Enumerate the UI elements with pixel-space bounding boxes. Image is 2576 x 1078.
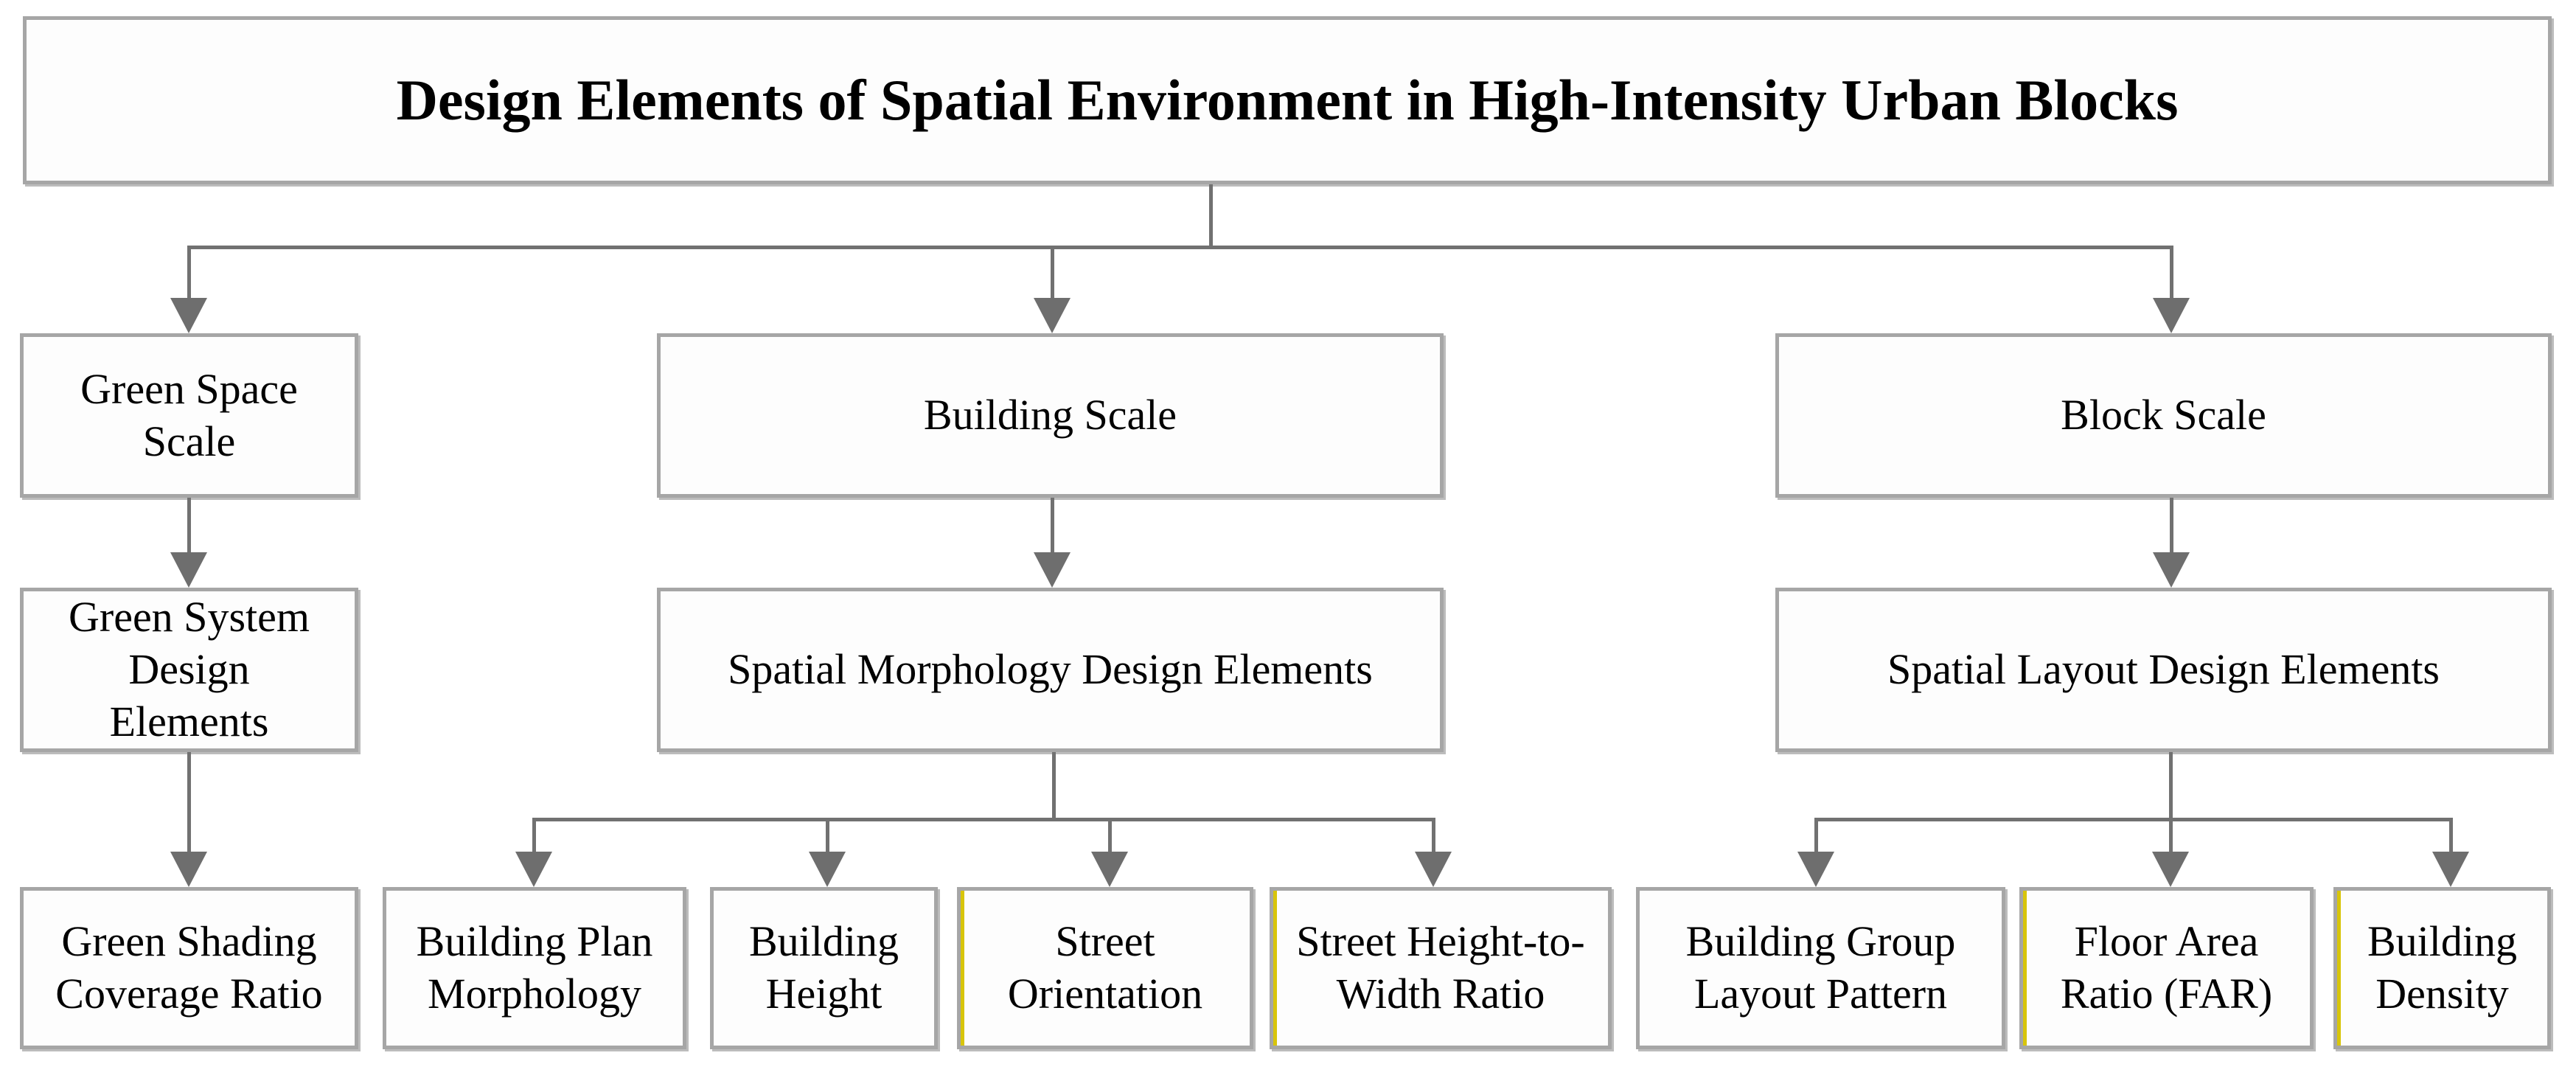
node-green-system-design-elements: Green System Design Elements [20, 588, 358, 752]
arrowhead-green-shading [170, 852, 207, 887]
connector-scales-distribution-line [187, 246, 2173, 249]
node-label: Building Scale [923, 391, 1177, 439]
connector-drop-street-orientation [1108, 818, 1112, 854]
figure-title: Design Elements of Spatial Environment i… [396, 68, 2179, 133]
node-block-scale: Block Scale [1775, 333, 2552, 498]
node-label: Street Orientation [1007, 917, 1203, 1018]
connector-drop-building-density [2449, 818, 2453, 854]
connector-drop-building-scale [1051, 246, 1054, 299]
connector-building-to-morphology [1051, 498, 1054, 554]
node-label: Building Group Layout Pattern [1685, 917, 1956, 1018]
connector-layout-stem [2169, 752, 2173, 821]
node-floor-area-ratio-far: Floor Area Ratio (FAR) [2019, 887, 2314, 1049]
arrowhead-building-scale [1034, 298, 1071, 333]
arrowhead-building-plan [515, 852, 552, 887]
node-label: Green Shading Coverage Ratio [55, 917, 323, 1018]
arrowhead-street-hw-ratio [1415, 852, 1452, 887]
yellow-edge-stripe [1273, 891, 1277, 1046]
node-label: Green Space Scale [80, 364, 298, 465]
connector-layout-distribution-line [1814, 818, 2453, 821]
arrowhead-far [2152, 852, 2189, 887]
arrowhead-spatial-morphology [1034, 552, 1071, 588]
arrowhead-building-height [809, 852, 846, 887]
yellow-edge-stripe [2337, 891, 2341, 1046]
connector-drop-green-space [187, 246, 191, 299]
node-spatial-layout-design-elements: Spatial Layout Design Elements [1775, 588, 2552, 752]
yellow-edge-stripe [961, 891, 964, 1046]
node-label: Spatial Layout Design Elements [1887, 645, 2440, 694]
node-label: Street Height-to-Width Ratio [1296, 917, 1585, 1018]
node-label: Floor Area Ratio (FAR) [2060, 917, 2273, 1018]
node-building-density: Building Density [2333, 887, 2551, 1049]
arrowhead-building-group [1797, 852, 1834, 887]
node-building-plan-morphology: Building Plan Morphology [383, 887, 686, 1049]
connector-drop-building-group [1814, 818, 1818, 854]
connector-drop-far [2169, 818, 2173, 854]
arrowhead-street-orientation [1091, 852, 1128, 887]
node-label: Block Scale [2061, 391, 2266, 439]
node-green-shading-coverage-ratio: Green Shading Coverage Ratio [20, 887, 358, 1049]
connector-drop-street-hw-ratio [1432, 818, 1435, 854]
node-building-height: Building Height [710, 887, 938, 1049]
arrowhead-spatial-layout [2153, 552, 2190, 588]
node-label: Building Density [2367, 917, 2518, 1018]
node-building-scale: Building Scale [657, 333, 1444, 498]
node-building-group-layout-pattern: Building Group Layout Pattern [1636, 887, 2005, 1049]
connector-morphology-stem [1052, 752, 1056, 821]
connector-block-to-layout [2170, 498, 2173, 554]
arrowhead-green-space [170, 298, 207, 333]
node-green-space-scale: Green Space Scale [20, 333, 358, 498]
title-box: Design Elements of Spatial Environment i… [23, 16, 2552, 184]
yellow-edge-stripe [2023, 891, 2027, 1046]
connector-title-stem [1209, 184, 1213, 248]
arrowhead-building-density [2432, 852, 2469, 887]
node-street-height-to-width-ratio: Street Height-to-Width Ratio [1270, 887, 1612, 1049]
connector-drop-block-scale [2170, 246, 2173, 299]
node-street-orientation: Street Orientation [957, 887, 1253, 1049]
connector-green-space-to-system [187, 498, 191, 554]
arrowhead-green-system [170, 552, 207, 588]
arrowhead-block-scale [2153, 298, 2190, 333]
node-spatial-morphology-design-elements: Spatial Morphology Design Elements [657, 588, 1444, 752]
node-label: Spatial Morphology Design Elements [728, 645, 1373, 694]
node-label: Building Plan Morphology [416, 917, 653, 1018]
node-label: Building Height [748, 917, 899, 1018]
connector-morphology-distribution-line [532, 818, 1435, 821]
connector-drop-building-plan [532, 818, 536, 854]
connector-system-to-shading [187, 752, 191, 854]
node-label: Green System Design Elements [69, 593, 310, 745]
connector-drop-building-height [826, 818, 829, 854]
